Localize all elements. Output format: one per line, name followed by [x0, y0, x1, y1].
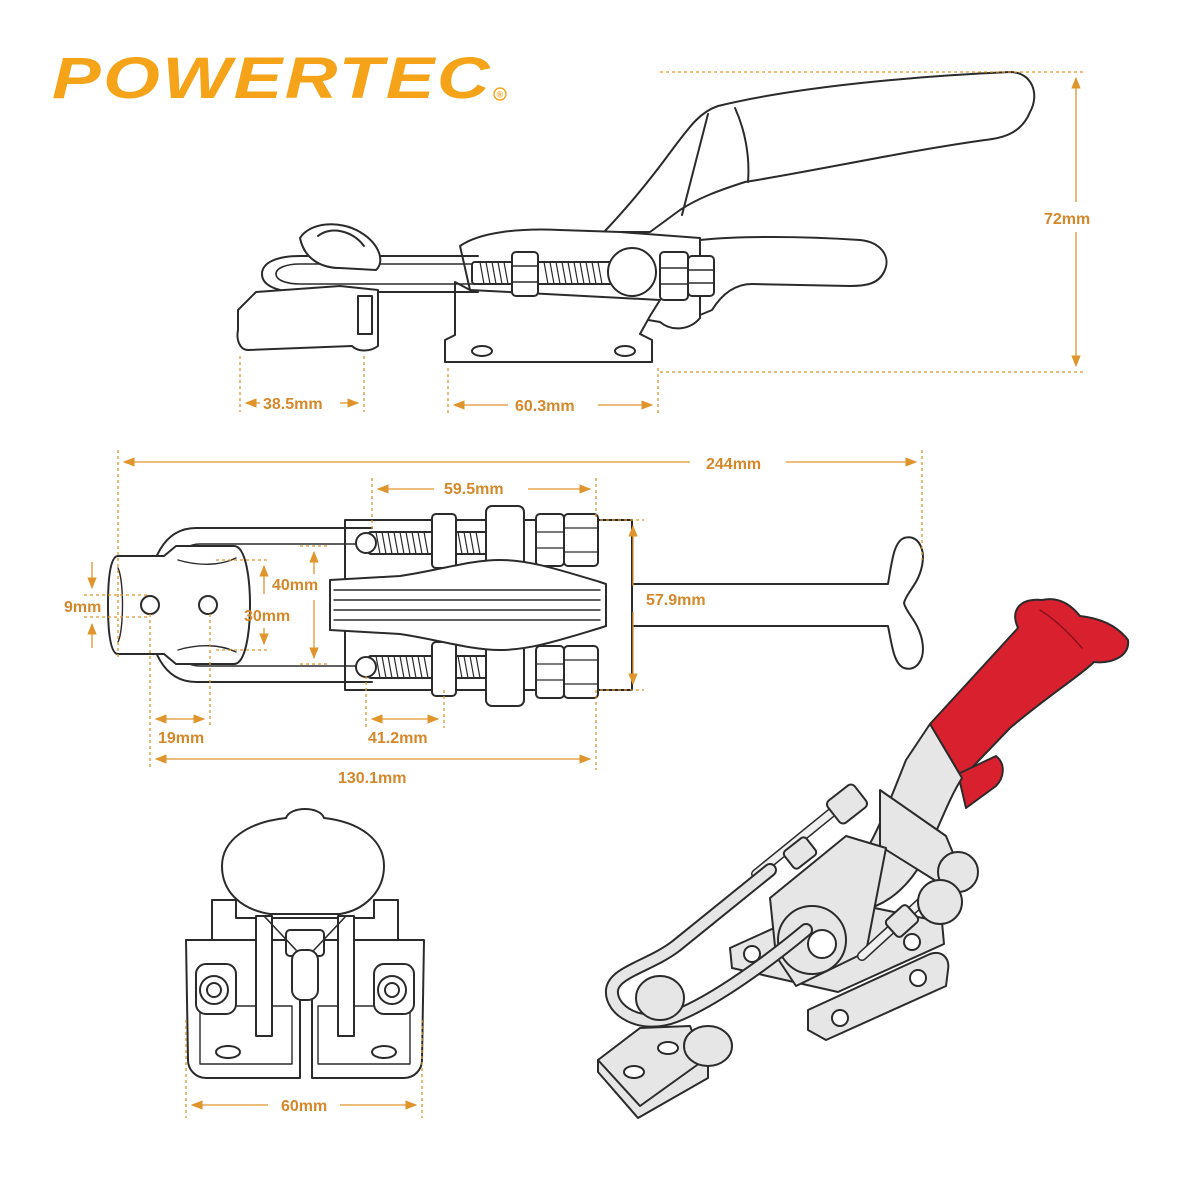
base-width-label: 57.9mm [646, 592, 706, 609]
side-lower-lever [699, 236, 888, 316]
handle-grip [929, 598, 1130, 779]
top-lever [329, 559, 607, 651]
hook-length-label: 38.5mm [263, 396, 323, 413]
side-dimensions [239, 71, 1086, 414]
hook-gap-label: 9mm [64, 599, 101, 616]
brand-logo: POWERTEC ® [52, 46, 507, 111]
top-t-handle [599, 536, 924, 670]
top-dimensions [84, 450, 923, 770]
front-dimensions [185, 1020, 423, 1118]
height-label: 72mm [1044, 211, 1090, 228]
top-view [107, 505, 924, 707]
side-base [444, 281, 661, 363]
hole-spacing-label: 30mm [244, 608, 290, 625]
brand-name: POWERTEC [52, 46, 492, 111]
side-view [236, 71, 1036, 363]
side-handle [603, 71, 1036, 233]
adjust-length-label: 41.2mm [368, 730, 428, 747]
hook-depth-label: 19mm [158, 730, 204, 747]
reach-label: 130.1mm [338, 770, 407, 787]
overall-length-label: 244mm [706, 456, 761, 473]
front-width-label: 60mm [281, 1098, 327, 1115]
hook-inner-width-label: 40mm [272, 577, 318, 594]
front-view [185, 808, 425, 1079]
registered-mark: ® [497, 90, 504, 100]
front-handle [221, 808, 385, 915]
perspective-view [597, 598, 1130, 1119]
base-length-label: 60.3mm [515, 398, 575, 415]
thread-length-label: 59.5mm [444, 481, 504, 498]
side-catch [236, 285, 379, 352]
